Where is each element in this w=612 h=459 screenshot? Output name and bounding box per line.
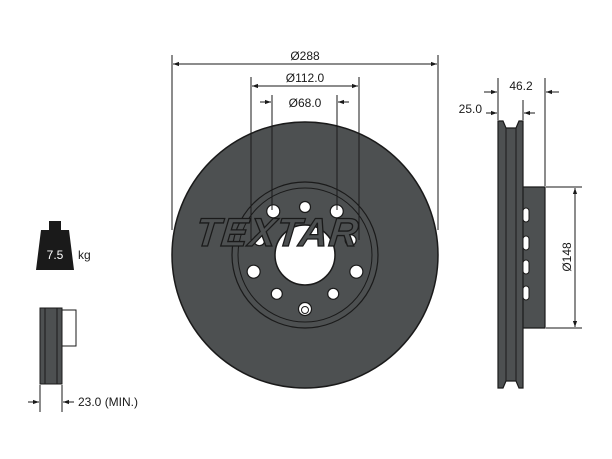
thickness-label: 25.0 [459,102,483,116]
bolt-hole [349,264,364,279]
wheel-stud-hole [298,200,312,214]
cross-section-hole [522,207,530,223]
overall-height-dimension: 46.2 [484,78,559,186]
weight-icon [36,221,74,270]
friction-ring [497,120,524,389]
cross-section-hole [522,235,530,251]
wheel-stud-hole [344,234,357,247]
cross-section-hole [522,285,530,301]
wheel-stud-hole [327,287,340,300]
cross-section-hole [522,259,530,275]
bolt-hole [246,264,261,279]
thickness-dimension: 25.0 [459,100,535,120]
outer-diameter-dimension: Ø288 [171,49,439,230]
bolt-circle-dimension: Ø112.0 [250,71,360,240]
outer-diameter-label: Ø288 [290,49,320,63]
min-thickness-section [39,307,63,385]
center-bore-label: Ø68.0 [289,96,322,110]
disc-front-view [171,121,439,389]
hat-circle [231,181,379,329]
min-thickness-label: 23.0 (MIN.) [78,395,138,409]
min-thickness-indicator: 23.0 (MIN.) [28,307,138,412]
bolt-hole [266,204,281,219]
bolt-circle-label: Ø112.0 [286,71,325,85]
weight-value: 7.5 [47,248,64,262]
center-bore-dimension: Ø68.0 [260,95,349,210]
center-bore [274,224,336,286]
hat-diameter-label: Ø148 [560,242,574,272]
weight-unit: kg [78,248,91,262]
wheel-stud-hole [253,234,266,247]
wheel-stud-hole [270,287,283,300]
hat-inner-circle [237,187,373,323]
overall-height-label: 46.2 [509,79,533,93]
brand-logo: TEXTAR [194,211,362,255]
weight-indicator: 7.5 kg [36,221,91,270]
hat-diameter-dimension: Ø148 [546,186,582,329]
disc-side-view [497,120,546,389]
locator-hole [301,306,309,314]
